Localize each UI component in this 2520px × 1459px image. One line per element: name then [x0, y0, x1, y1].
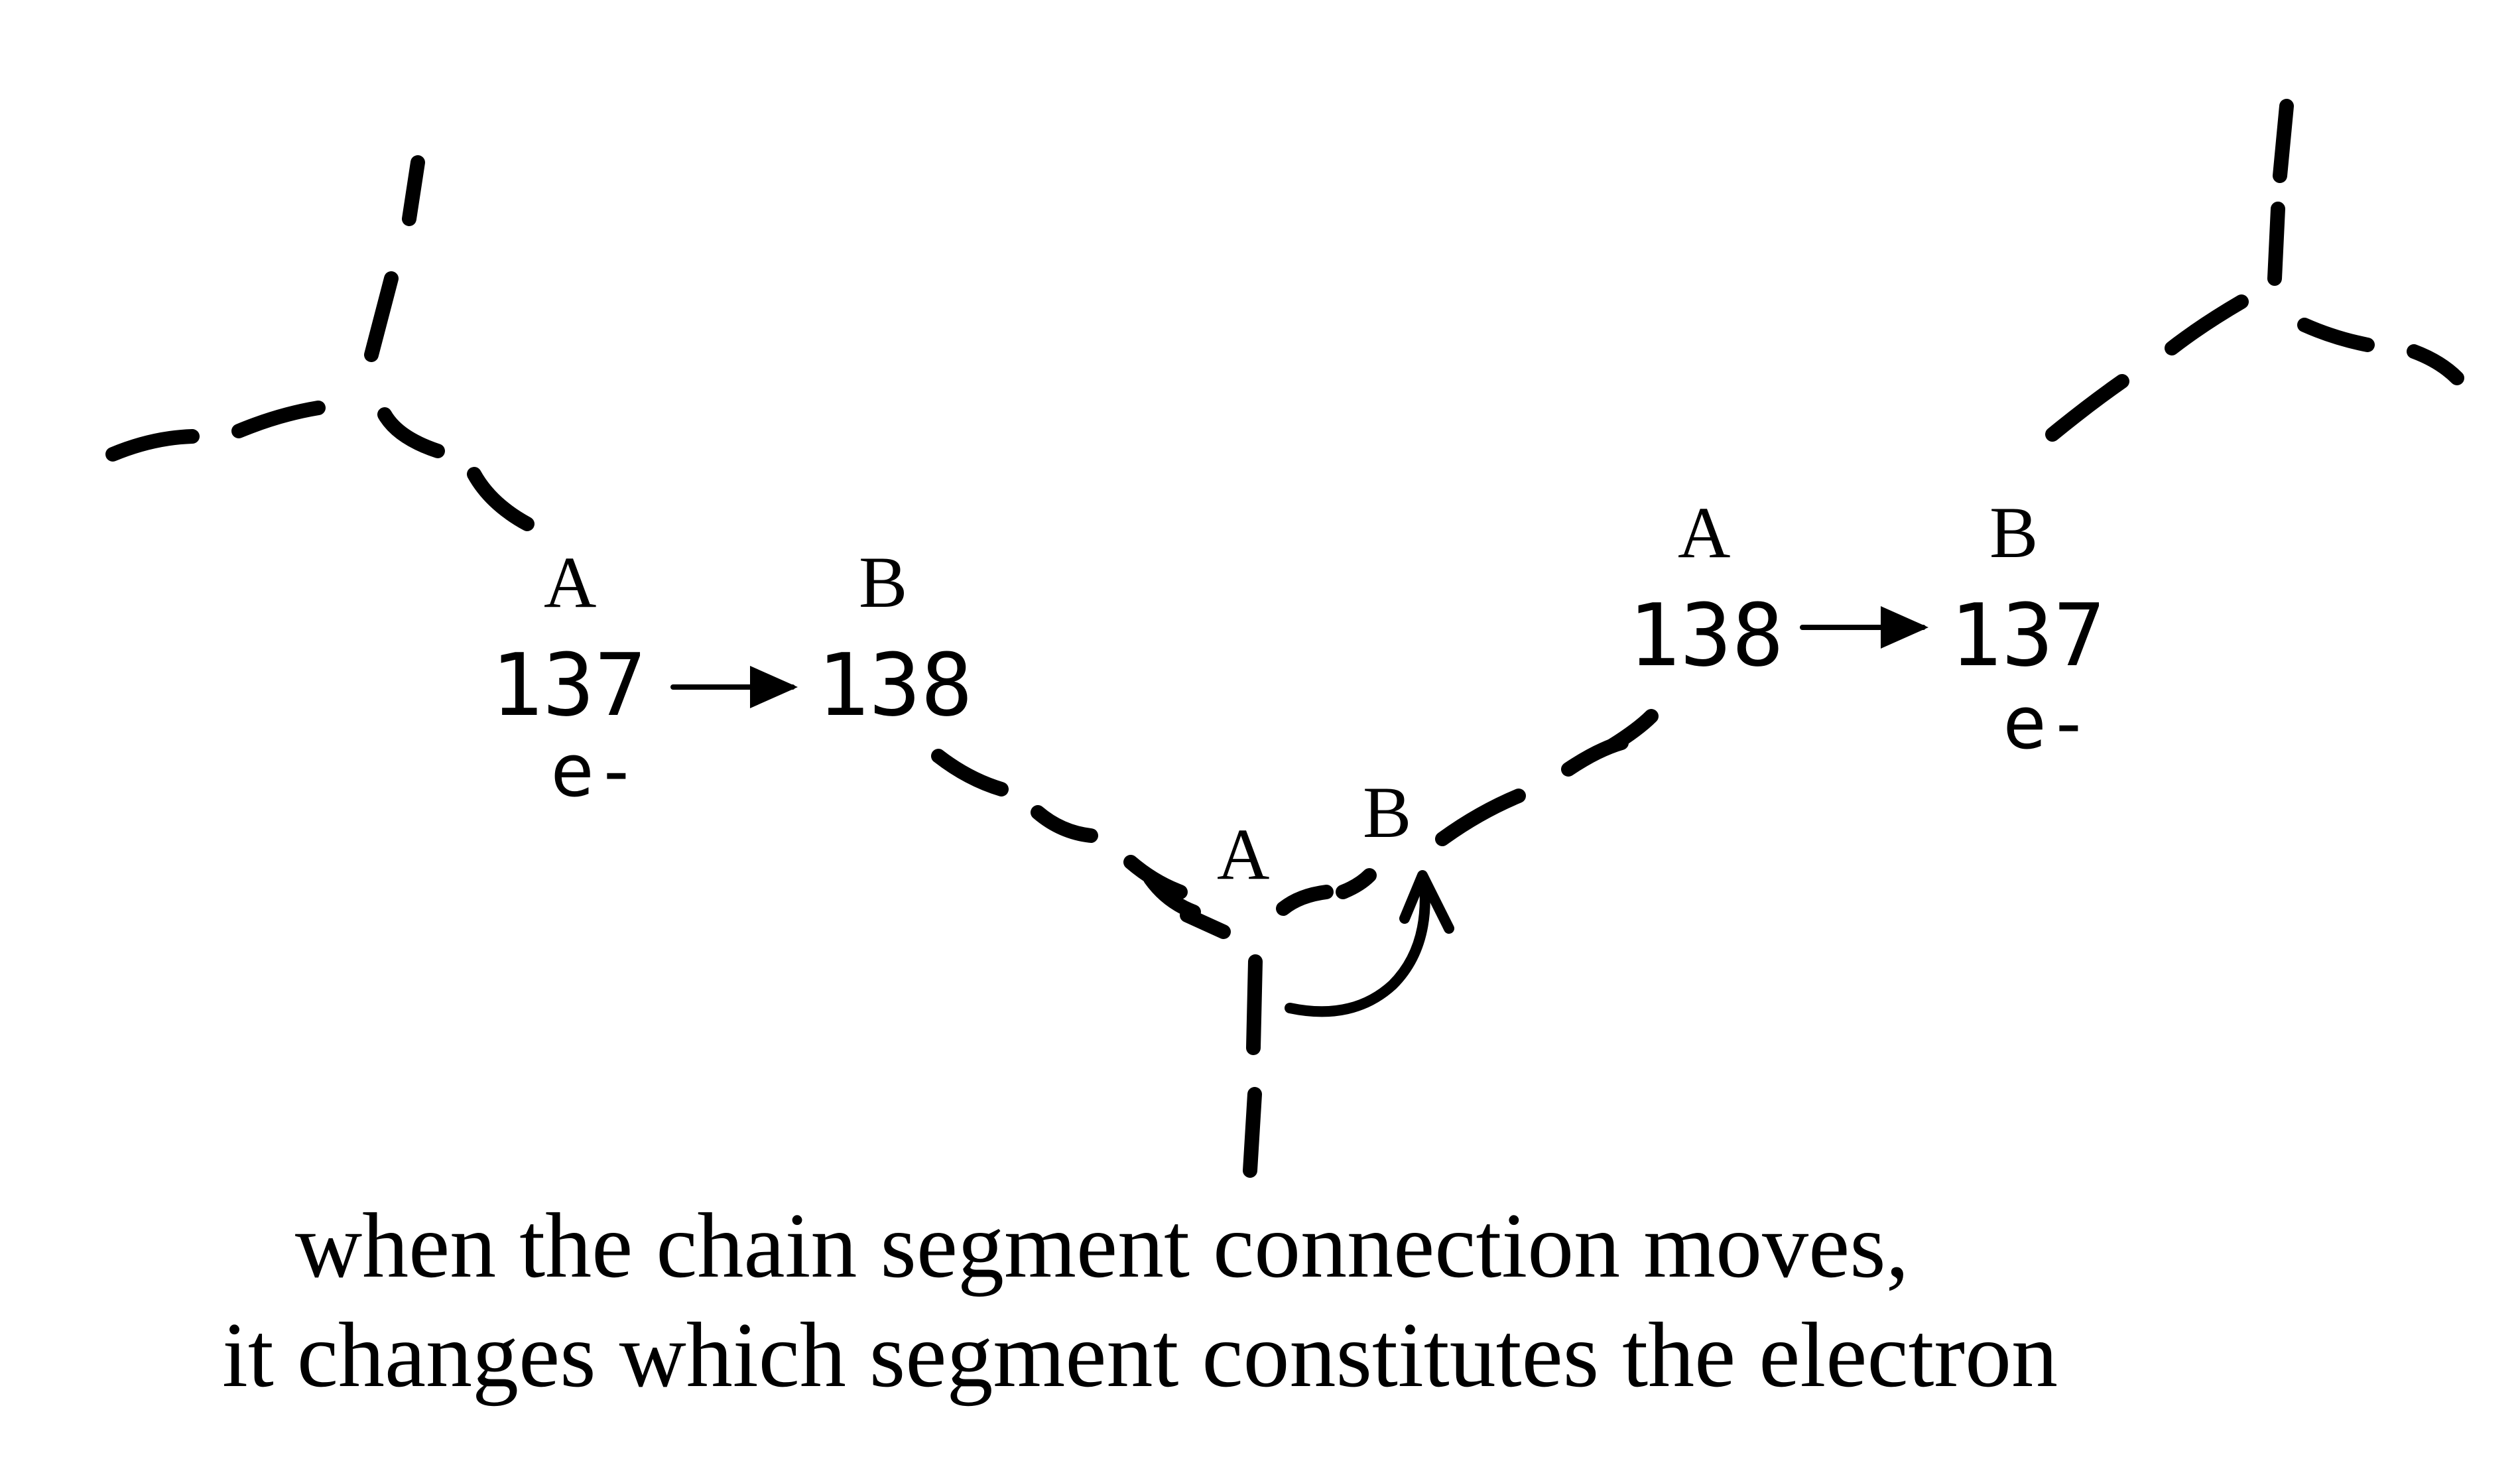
top-left-junction — [105, 155, 535, 531]
center-junction: A B — [1143, 772, 1454, 1178]
left-value-from: 137 — [491, 635, 647, 735]
center-label-a: A — [1217, 814, 1269, 895]
chain-dash — [1246, 954, 1263, 1055]
right-value-to: 137 — [1950, 585, 2106, 686]
chain-dash — [377, 407, 445, 458]
right-value-from: 138 — [1628, 585, 1784, 686]
caption-line-1: when the chain segment connection moves, — [295, 1194, 1909, 1297]
chain-dash — [2267, 202, 2285, 286]
center-label-b: B — [1363, 772, 1411, 853]
left-to-center-chain — [931, 749, 1188, 899]
rotation-arrowhead — [1399, 870, 1454, 934]
chain-dash — [2297, 318, 2375, 352]
chain-dash — [1276, 885, 1334, 916]
chain-dash — [931, 749, 1009, 796]
chain-dash — [105, 429, 200, 462]
caption-line-2: it changes which segment constitutes the… — [222, 1304, 2058, 1407]
chain-dash — [1604, 709, 1659, 753]
left-node: A B 137 138 e- — [491, 542, 973, 813]
left-label-a: A — [544, 542, 596, 623]
rotation-curve-arrow — [1285, 880, 1430, 1017]
caption: when the chain segment connection moves,… — [222, 1194, 2058, 1407]
chain-dash — [364, 271, 399, 362]
chain-dash — [1031, 805, 1098, 843]
top-right-junction — [2045, 99, 2464, 442]
chain-dash — [1336, 868, 1377, 899]
left-label-b: B — [859, 542, 907, 623]
right-electron-label: e- — [2003, 680, 2090, 765]
left-electron-label: e- — [550, 728, 638, 813]
chain-dash — [231, 401, 326, 438]
chain-dash — [2165, 294, 2249, 355]
chain-dash — [2407, 344, 2464, 385]
chain-dash — [1435, 789, 1526, 846]
chain-dash — [467, 467, 535, 531]
right-label-a: A — [1678, 492, 1730, 573]
right-label-b: B — [1989, 492, 2038, 573]
left-value-to: 138 — [817, 635, 973, 735]
chain-dash — [2045, 374, 2129, 442]
chain-dash — [1180, 908, 1231, 939]
chain-dash — [1243, 1087, 1262, 1178]
right-node: A B 138 137 e- — [1628, 492, 2106, 765]
center-to-right-chain — [1435, 709, 1659, 846]
chain-dash — [402, 155, 425, 226]
chain-dash — [2273, 99, 2294, 183]
